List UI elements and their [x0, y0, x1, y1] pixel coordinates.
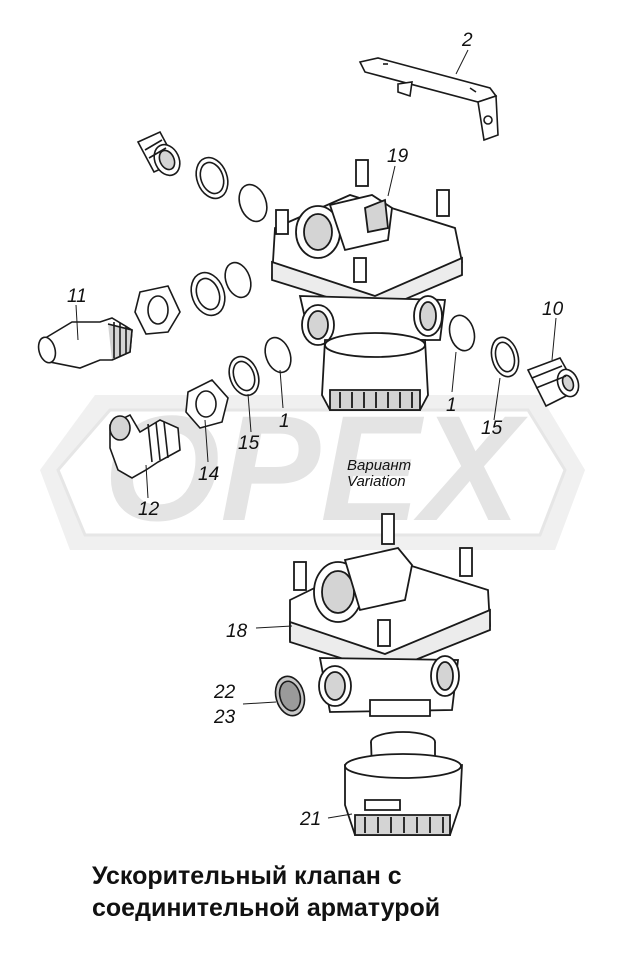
callout-15-left: 15 [238, 433, 260, 454]
diagram-caption: Ускорительный клапан с соединительной ар… [92, 860, 552, 924]
sealing-rings-top [190, 156, 520, 397]
opex-watermark: OPEX [40, 384, 585, 552]
filter-screen [274, 675, 306, 717]
elbow-fitting-12 [109, 379, 229, 479]
callout-10: 10 [542, 299, 564, 320]
callout-11: 11 [67, 286, 87, 307]
callout-19: 19 [387, 146, 409, 167]
elbow-fitting-11 [37, 285, 181, 369]
leader-lines [75, 49, 557, 819]
variant-label-en: Variation [347, 472, 406, 490]
callout-21: 21 [300, 809, 322, 830]
bracket-part [358, 57, 499, 142]
callout-12: 12 [138, 499, 160, 520]
callout-14: 14 [198, 464, 220, 485]
callout-2: 2 [462, 30, 473, 51]
watermark-text: OPEX [104, 384, 529, 552]
callout-23: 23 [214, 707, 236, 728]
callout-22: 22 [214, 682, 236, 703]
top-plug-fitting [136, 130, 181, 177]
silencer-21 [344, 731, 463, 836]
caption-line-1: Ускорительный клапан с [92, 862, 402, 890]
callout-18: 18 [226, 621, 248, 642]
variant-label: Вариант Variation [347, 458, 411, 490]
callout-1-right: 1 [446, 395, 457, 416]
variant-label-ru: Вариант [347, 457, 412, 474]
relay-valve-19 [271, 159, 464, 411]
caption-line-2: соединительной арматурой [92, 894, 441, 922]
callout-15-right: 15 [481, 418, 503, 439]
callout-1-left: 1 [279, 411, 290, 432]
relay-valve-18 [289, 513, 491, 717]
straight-fitting-10 [526, 357, 580, 408]
